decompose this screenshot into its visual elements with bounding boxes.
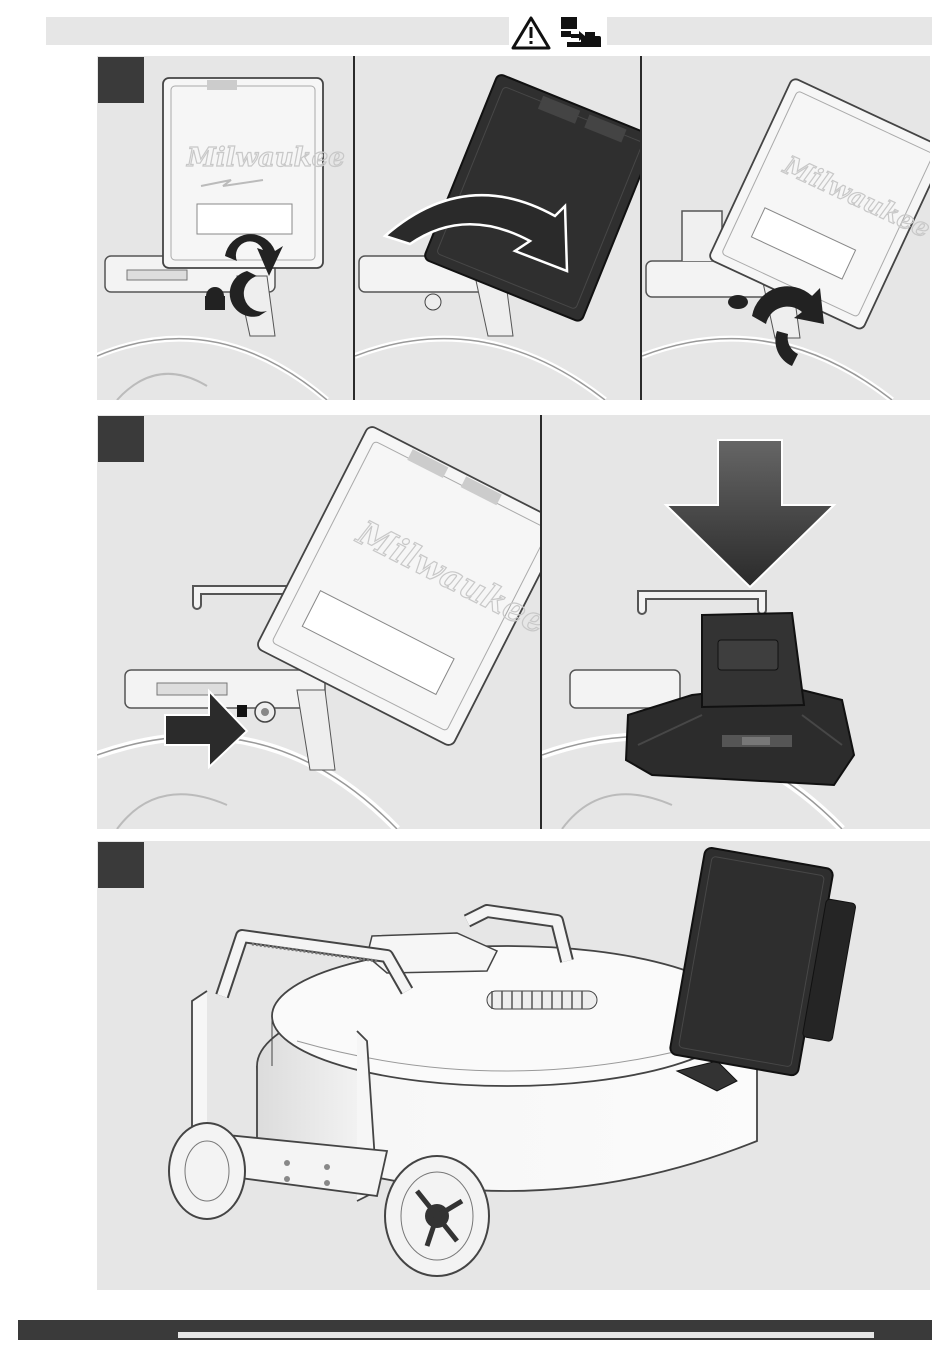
battery-removal-icon [561, 17, 601, 47]
step-1c-illustration: Milwaukee [642, 56, 930, 400]
step-2-figure: Milwaukee [97, 415, 930, 829]
header-bar [46, 17, 932, 45]
warning-triangle-icon [513, 18, 549, 48]
monitor-light: Milwaukee [256, 425, 540, 760]
brand-logo: Milwaukee [186, 143, 345, 173]
step-2a-illustration: Milwaukee [97, 415, 540, 829]
down-arrow-icon [666, 440, 834, 587]
step-1a-illustration: Milwaukee [97, 56, 353, 400]
wheel [385, 1156, 489, 1276]
footer-strip [178, 1332, 874, 1338]
step-1b-illustration [355, 56, 640, 400]
step-3-illustration [97, 841, 930, 1290]
step-3-figure [97, 841, 930, 1290]
coiled-cable [487, 991, 597, 1009]
step-1-figure: Milwaukee [97, 56, 930, 400]
monitor-dark [669, 847, 861, 1081]
wheel [169, 1123, 245, 1219]
step-2b-illustration [542, 415, 930, 829]
header-icon-group [509, 12, 607, 52]
